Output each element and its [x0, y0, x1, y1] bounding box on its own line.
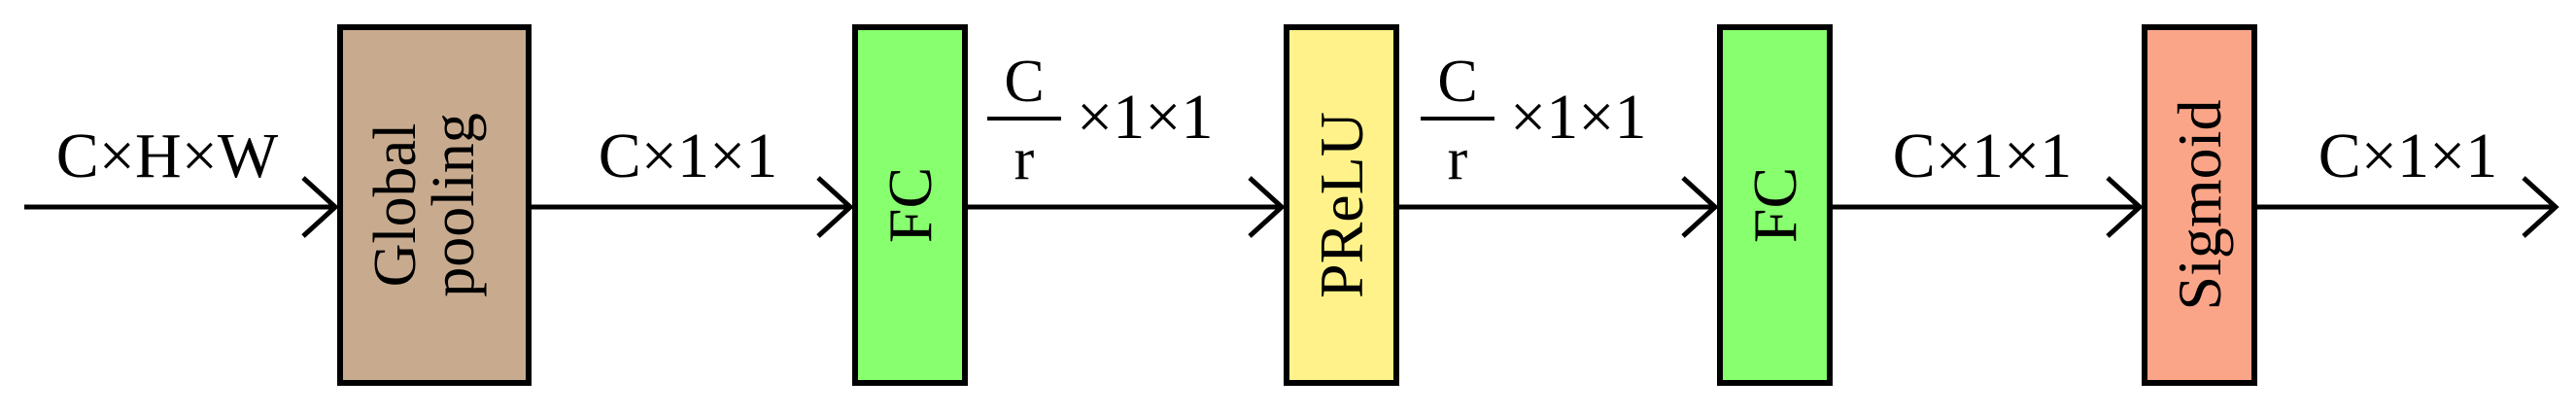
- block-sigmoid: Sigmoid: [2142, 24, 2257, 386]
- arrow-prelu-to-fc: [1396, 176, 1719, 238]
- fraction-suffix: ×1×1: [1077, 82, 1213, 153]
- label-output-dims: C×1×1: [2318, 121, 2497, 191]
- arrow-output: [2254, 176, 2559, 238]
- arrow-input: [24, 176, 339, 238]
- fraction-numerator: C: [1437, 49, 1477, 115]
- block-global-pooling-box: [337, 24, 532, 386]
- block-global-pooling: Global pooling: [337, 24, 532, 386]
- fraction-denominator: r: [1014, 126, 1035, 192]
- fraction-suffix: ×1×1: [1510, 82, 1646, 153]
- label-after-pooling-dims: C×1×1: [599, 121, 777, 191]
- arrow-fc-to-sigmoid: [1830, 176, 2144, 238]
- block-global-pooling-line-1: Global: [362, 123, 429, 288]
- label-after-prelu-dims: C r ×1×1: [1421, 49, 1646, 192]
- block-fc-1: FC: [852, 24, 968, 386]
- label-input-dims: C×H×W: [56, 121, 279, 191]
- label-after-fc1-dims: C r ×1×1: [987, 49, 1213, 192]
- label-after-fc2-dims: C×1×1: [1893, 121, 2072, 191]
- block-prelu-box: [1284, 24, 1399, 386]
- block-sigmoid-box: [2142, 24, 2257, 386]
- block-fc-2-box: [1717, 24, 1833, 386]
- fraction-numerator: C: [1004, 49, 1044, 115]
- arrow-fc-to-prelu: [965, 176, 1286, 238]
- arrow-pooling-to-fc: [529, 176, 854, 238]
- block-fc-2: FC: [1717, 24, 1833, 386]
- block-fc-1-box: [852, 24, 968, 386]
- block-fc-1-label: FC: [876, 167, 945, 243]
- block-global-pooling-line-2: pooling: [421, 113, 487, 296]
- block-fc-2-label: FC: [1740, 167, 1809, 243]
- block-sigmoid-label: Sigmoid: [2165, 100, 2234, 311]
- fraction-denominator: r: [1448, 126, 1468, 192]
- block-prelu: PReLU: [1284, 24, 1399, 386]
- block-prelu-label: PReLU: [1307, 112, 1376, 298]
